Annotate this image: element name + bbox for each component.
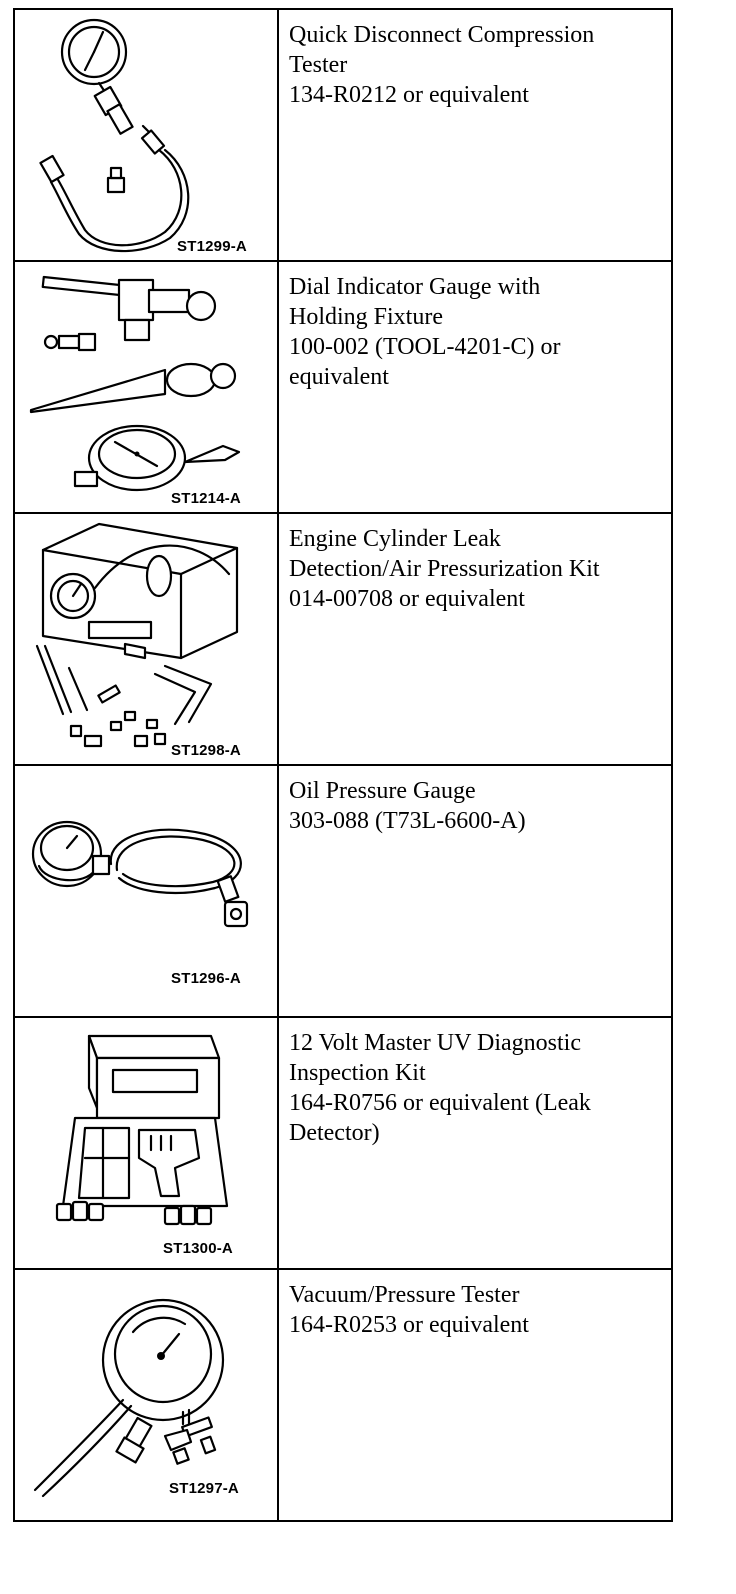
tool-number-line: 164-R0756 or equivalent (Leak (289, 1090, 591, 1116)
compression-tester-icon (39, 18, 190, 253)
tool-description: Dial Indicator Gauge with Holding Fixtur… (279, 262, 671, 392)
figure-id: ST1297-A (169, 1480, 239, 1497)
tool-number-line: 164-R0253 or equivalent (289, 1312, 529, 1338)
tool-row: ST1300-A 12 Volt Master UV Diagnostic In… (13, 1016, 673, 1270)
tool-name-line: Dial Indicator Gauge with (289, 274, 541, 300)
dial-indicator-icon (29, 275, 241, 492)
tool-number-line: 134-R0212 or equivalent (289, 82, 529, 108)
tool-description-cell: Vacuum/Pressure Tester 164-R0253 or equi… (277, 1268, 673, 1522)
tool-description: Oil Pressure Gauge 303-088 (T73L-6600-A) (279, 766, 671, 836)
tool-illustration-cell: ST1214-A (13, 260, 279, 514)
tool-name-line: Holding Fixture (289, 304, 443, 330)
tool-description-cell: Oil Pressure Gauge 303-088 (T73L-6600-A) (277, 764, 673, 1018)
tool-name-line: 12 Volt Master UV Diagnostic (289, 1030, 581, 1056)
tool-row: ST1299-A Quick Disconnect Compression Te… (13, 8, 673, 262)
tool-illustration-cell: ST1297-A (13, 1268, 279, 1522)
tool-name-line: Quick Disconnect Compression (289, 22, 595, 48)
figure-id: ST1214-A (171, 490, 241, 507)
tool-description-cell: Quick Disconnect Compression Tester 134-… (277, 8, 673, 262)
tool-illustration-cell: ST1299-A (13, 8, 279, 262)
tool-description: Quick Disconnect Compression Tester 134-… (279, 10, 671, 110)
figure-id: ST1298-A (171, 742, 241, 759)
vacuum-pressure-tester-icon (33, 1298, 225, 1498)
tool-name-line: Vacuum/Pressure Tester (289, 1282, 520, 1308)
tool-description: Vacuum/Pressure Tester 164-R0253 or equi… (279, 1270, 671, 1340)
tool-description-cell: 12 Volt Master UV Diagnostic Inspection … (277, 1016, 673, 1270)
tool-row: ST1296-A Oil Pressure Gauge 303-088 (T73… (13, 764, 673, 1018)
special-tools-table: ST1299-A Quick Disconnect Compression Te… (13, 8, 673, 1522)
tool-name-line: Oil Pressure Gauge (289, 778, 476, 804)
tool-name-line: Inspection Kit (289, 1060, 426, 1086)
tool-description: Engine Cylinder Leak Detection/Air Press… (279, 514, 671, 614)
figure-id: ST1299-A (177, 238, 247, 255)
oil-pressure-gauge-icon (31, 820, 249, 928)
uv-diagnostic-kit-icon (55, 1034, 229, 1226)
leak-detection-kit-icon (35, 522, 239, 748)
tool-name-line: Engine Cylinder Leak (289, 526, 501, 552)
tool-number-line: equivalent (289, 364, 389, 390)
tool-illustration-cell: ST1300-A (13, 1016, 279, 1270)
figure-id: ST1300-A (163, 1240, 233, 1257)
tool-description-cell: Dial Indicator Gauge with Holding Fixtur… (277, 260, 673, 514)
tool-number-line: 303-088 (T73L-6600-A) (289, 808, 526, 834)
figure-id: ST1296-A (171, 970, 241, 987)
tool-row: ST1297-A Vacuum/Pressure Tester 164-R025… (13, 1268, 673, 1522)
tool-description-cell: Engine Cylinder Leak Detection/Air Press… (277, 512, 673, 766)
tool-row: ST1298-A Engine Cylinder Leak Detection/… (13, 512, 673, 766)
tool-name-line: Detection/Air Pressurization Kit (289, 556, 600, 582)
tool-illustration-cell: ST1298-A (13, 512, 279, 766)
tool-description: 12 Volt Master UV Diagnostic Inspection … (279, 1018, 671, 1148)
tool-number-line: 014-00708 or equivalent (289, 586, 525, 612)
tool-name-line: Tester (289, 52, 348, 78)
tool-number-line: 100-002 (TOOL-4201-C) or (289, 334, 561, 360)
tool-illustration-cell: ST1296-A (13, 764, 279, 1018)
tool-number-line: Detector) (289, 1120, 380, 1146)
tool-row: ST1214-A Dial Indicator Gauge with Holdi… (13, 260, 673, 514)
